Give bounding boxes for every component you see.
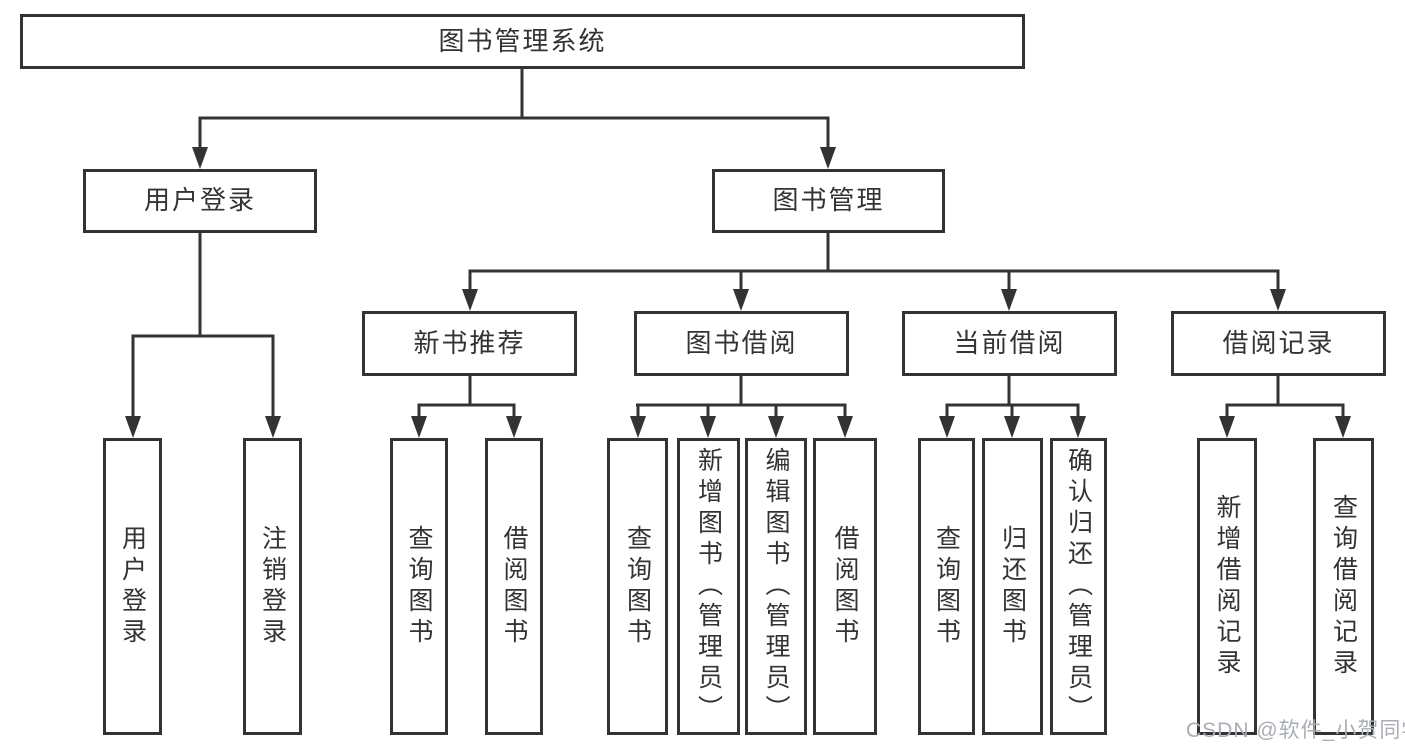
node-book-management-branch-label: 图书管理 [772,185,885,216]
leaf-borrow-books-1: 借阅图书 [485,438,543,735]
node-book-management-branch: 图书管理 [712,169,945,233]
node-user-login-branch: 用户登录 [83,169,317,233]
leaf-user-login: 用户登录 [103,438,162,735]
leaf-logout-label: 注销登录 [258,524,287,649]
csdn-watermark: CSDN @软件_小贺同学 [1186,719,1405,742]
leaf-query-books-3: 查询图书 [918,438,975,735]
leaf-add-borrow-record: 新增借阅记录 [1197,438,1257,735]
node-book-borrow-label: 图书借阅 [685,327,798,358]
node-borrow-records-label: 借阅记录 [1222,327,1335,358]
leaf-confirm-return-admin: 确认归还（管理员） [1050,438,1107,735]
leaf-query-books-1: 查询图书 [390,438,448,735]
leaf-edit-book-admin: 编辑图书（管理员） [745,438,807,735]
leaf-add-book-admin: 新增图书（管理员） [677,438,740,735]
leaf-return-book: 归还图书 [982,438,1043,735]
node-borrow-records: 借阅记录 [1171,311,1386,376]
leaf-query-books-2: 查询图书 [607,438,668,735]
leaf-borrow-books-2: 借阅图书 [813,438,877,735]
arrowheads [125,147,1351,438]
leaf-add-book-admin-label: 新增图书（管理员） [694,447,723,726]
leaf-logout: 注销登录 [243,438,302,735]
leaf-query-borrow-record-label: 查询借阅记录 [1329,493,1358,680]
leaf-confirm-return-admin-label: 确认归还（管理员） [1064,447,1093,726]
leaf-edit-book-admin-label: 编辑图书（管理员） [762,447,790,726]
leaf-return-book-label: 归还图书 [998,524,1027,649]
node-current-borrow-label: 当前借阅 [953,327,1066,358]
node-root-label: 图书管理系统 [438,25,607,56]
leaf-borrow-books-1-label: 借阅图书 [500,524,528,649]
leaf-query-books-3-label: 查询图书 [932,524,961,649]
node-new-book-recommend: 新书推荐 [362,311,577,376]
leaf-user-login-label: 用户登录 [118,524,147,649]
leaf-query-books-1-label: 查询图书 [405,524,433,649]
node-root: 图书管理系统 [20,14,1025,69]
node-current-borrow: 当前借阅 [902,311,1117,376]
node-book-borrow: 图书借阅 [634,311,849,376]
node-user-login-branch-label: 用户登录 [143,185,256,216]
leaf-borrow-books-2-label: 借阅图书 [831,524,859,649]
leaf-query-borrow-record: 查询借阅记录 [1313,438,1374,735]
leaf-add-borrow-record-label: 新增借阅记录 [1213,493,1241,680]
node-new-book-recommend-label: 新书推荐 [413,327,526,358]
leaf-query-books-2-label: 查询图书 [623,524,652,649]
